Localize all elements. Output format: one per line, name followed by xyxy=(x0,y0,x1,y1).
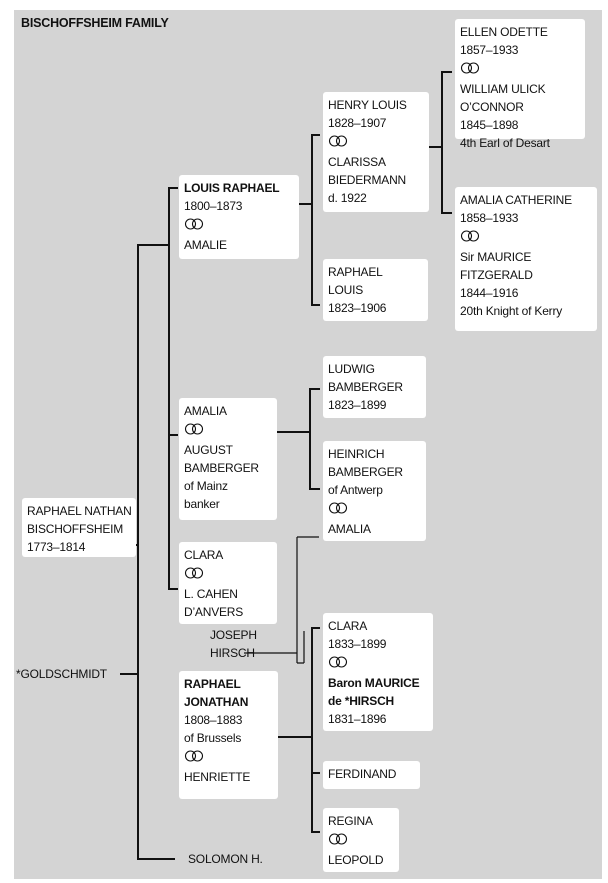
name-line: ELLEN ODETTE xyxy=(460,25,548,39)
spouse-line: D’ANVERS xyxy=(184,605,244,619)
interlocking-rings-icon xyxy=(328,833,394,851)
name-line: HENRY LOUIS xyxy=(328,98,407,112)
occupation-line: banker xyxy=(184,497,220,511)
spouse-line: AMALIA xyxy=(328,522,371,536)
spouse-line: BIEDERMANN xyxy=(328,173,407,187)
name-line: BAMBERGER xyxy=(328,380,403,394)
person-raphael-nathan: RAPHAEL NATHAN BISCHOFFSHEIM 1773–1814 xyxy=(22,498,136,557)
person-solomon: SOLOMON H. xyxy=(188,852,263,866)
chart-title: BISCHOFFSHEIM FAMILY xyxy=(21,16,169,30)
spouse-line: FITZGERALD xyxy=(460,268,533,282)
connector-line xyxy=(427,71,452,214)
dates-line: 1857–1933 xyxy=(460,43,519,57)
dates-line: 1823–1906 xyxy=(328,301,387,315)
dates-line: d. 1922 xyxy=(328,191,367,205)
interlocking-rings-icon xyxy=(328,135,424,153)
interlocking-rings-icon xyxy=(184,567,272,585)
connector-line xyxy=(168,187,178,590)
name-line: AMALIA xyxy=(184,404,227,418)
interlocking-rings-icon xyxy=(328,656,428,674)
name-line: HIRSCH xyxy=(210,646,255,660)
connector-line xyxy=(120,244,175,860)
spouse-line: WILLIAM ULICK xyxy=(460,82,546,96)
tree-connector-lines xyxy=(120,71,452,860)
dates-line: 1823–1899 xyxy=(328,398,387,412)
family-tree-chart: BISCHOFFSHEIM FAMILY RAPHAEL NATHAN BISC… xyxy=(14,10,602,879)
name-line: BAMBERGER xyxy=(328,465,403,479)
spouse-line: Sir MAURICE xyxy=(460,250,532,264)
name-line: CLARA xyxy=(328,619,368,633)
spouse-line: AMALIE xyxy=(184,238,227,252)
person-goldschmidt: *GOLDSCHMIDT xyxy=(16,667,107,681)
name-line: RAPHAEL xyxy=(184,677,241,691)
dates-line: 1858–1933 xyxy=(460,211,519,225)
dates-line: 1831–1896 xyxy=(328,712,387,726)
name-line: LOUIS RAPHAEL xyxy=(184,181,280,195)
dates-line: 1833–1899 xyxy=(328,637,387,651)
connector-line xyxy=(244,536,319,664)
person-joseph-hirsch: JOSEPH HIRSCH xyxy=(192,626,257,662)
spouse-line: LEOPOLD xyxy=(328,853,384,867)
interlocking-rings-icon xyxy=(184,218,294,236)
dates-line: 1828–1907 xyxy=(328,116,387,130)
person-clara-hirsch: CLARA 1833–1899 Baron MAURICE de *HIRSCH… xyxy=(323,613,433,731)
spouse-line: BAMBERGER xyxy=(184,461,259,475)
person-heinrich-bamberger: HEINRICH BAMBERGER of Antwerp AMALIA xyxy=(323,441,426,541)
name-line: LOUIS xyxy=(328,283,364,297)
person-ludwig-bamberger: LUDWIG BAMBERGER 1823–1899 xyxy=(323,356,426,418)
person-raphael-jonathan: RAPHAEL JONATHAN 1808–1883 of Brussels H… xyxy=(179,671,278,799)
person-raphael-louis: RAPHAEL LOUIS 1823–1906 xyxy=(323,259,428,321)
name-line: JOSEPH xyxy=(210,628,257,642)
dates-line: 1773–1814 xyxy=(27,540,86,554)
dates-line: 1844–1916 xyxy=(460,286,519,300)
connector-line xyxy=(298,134,320,306)
place-line: of Mainz xyxy=(184,479,228,493)
name-line: JONATHAN xyxy=(184,695,249,709)
spouse-line: AUGUST xyxy=(184,443,233,457)
name-line: LUDWIG xyxy=(328,362,375,376)
interlocking-rings-icon xyxy=(460,62,580,80)
person-ferdinand: FERDINAND xyxy=(323,761,420,789)
name-line: CLARA xyxy=(184,548,224,562)
dates-line: 1845–1898 xyxy=(460,118,519,132)
spouse-line: Baron MAURICE xyxy=(328,676,420,690)
name-line: AMALIA CATHERINE xyxy=(460,193,572,207)
title-line: 20th Knight of Kerry xyxy=(460,304,563,318)
connector-line xyxy=(277,627,320,833)
name-line: RAPHAEL xyxy=(328,265,383,279)
spouse-line: CLARISSA xyxy=(328,155,386,169)
place-line: of Antwerp xyxy=(328,483,383,497)
spouse-line: O’CONNOR xyxy=(460,100,524,114)
interlocking-rings-icon xyxy=(184,750,273,768)
name-line: FERDINAND xyxy=(328,767,397,781)
connector-line xyxy=(277,388,320,490)
dates-line: 1808–1883 xyxy=(184,713,243,727)
person-louis-raphael: LOUIS RAPHAEL 1800–1873 AMALIE xyxy=(179,175,299,259)
spouse-line: HENRIETTE xyxy=(184,770,251,784)
place-line: of Brussels xyxy=(184,731,242,745)
title-line: 4th Earl of Desart xyxy=(460,136,550,150)
interlocking-rings-icon xyxy=(184,423,272,441)
interlocking-rings-icon xyxy=(460,230,592,248)
person-henry-louis: HENRY LOUIS 1828–1907 CLARISSA BIEDERMAN… xyxy=(323,92,429,212)
interlocking-rings-icon xyxy=(328,502,421,520)
spouse-line: de *HIRSCH xyxy=(328,694,395,708)
person-amalia: AMALIA AUGUST BAMBERGER of Mainz banker xyxy=(179,398,277,520)
person-regina: REGINA LEOPOLD xyxy=(323,808,399,872)
person-ellen-odette: ELLEN ODETTE 1857–1933 WILLIAM ULICK O’C… xyxy=(455,19,585,150)
dates-line: 1800–1873 xyxy=(184,199,243,213)
name-line: BISCHOFFSHEIM xyxy=(27,522,124,536)
spouse-line: L. CAHEN xyxy=(184,587,238,601)
name-line: REGINA xyxy=(328,814,373,828)
person-amalia-catherine: AMALIA CATHERINE 1858–1933 Sir MAURICE F… xyxy=(455,187,597,331)
name-line: HEINRICH xyxy=(328,447,385,461)
person-clara-cahen: CLARA L. CAHEN D’ANVERS xyxy=(179,542,277,624)
name-line: RAPHAEL NATHAN xyxy=(27,504,132,518)
